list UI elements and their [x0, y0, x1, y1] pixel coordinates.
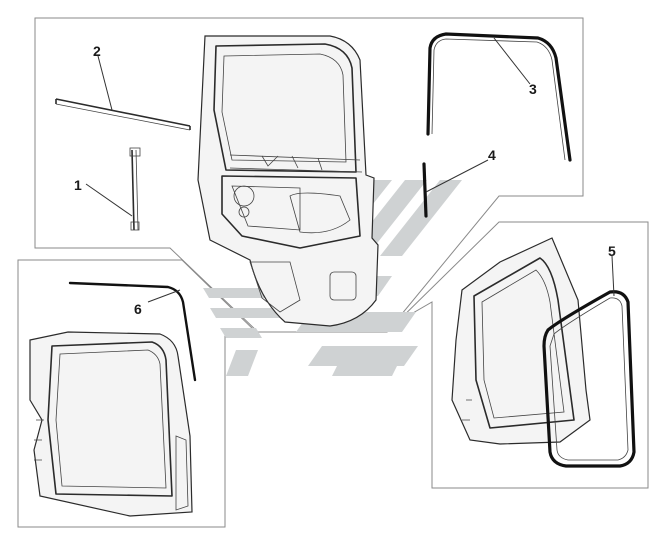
leader-3 [493, 37, 531, 85]
leader-6 [147, 289, 181, 303]
part-1-bracket [129, 147, 141, 231]
part-4-strip [422, 162, 428, 218]
callout-2: 2 [93, 43, 101, 59]
bottom-left-door [29, 331, 193, 517]
callout-3: 3 [529, 81, 537, 97]
leader-1 [85, 183, 133, 217]
callout-4: 4 [488, 147, 496, 163]
part-3-window-seal-inner [431, 38, 566, 161]
part-6-seal-strip [68, 281, 197, 382]
part-5-door-seal [542, 290, 636, 468]
leader-4 [425, 159, 489, 193]
leader-2 [97, 55, 113, 111]
part-2-strip [55, 98, 191, 131]
callout-1: 1 [74, 177, 82, 193]
callout-5: 5 [608, 243, 616, 259]
callout-6: 6 [134, 301, 142, 317]
part-5-door-seal-inner [549, 297, 629, 461]
main-door-frame [197, 35, 379, 327]
leader-5 [611, 255, 615, 297]
part-3-window-seal [426, 32, 572, 162]
right-door [451, 237, 591, 445]
